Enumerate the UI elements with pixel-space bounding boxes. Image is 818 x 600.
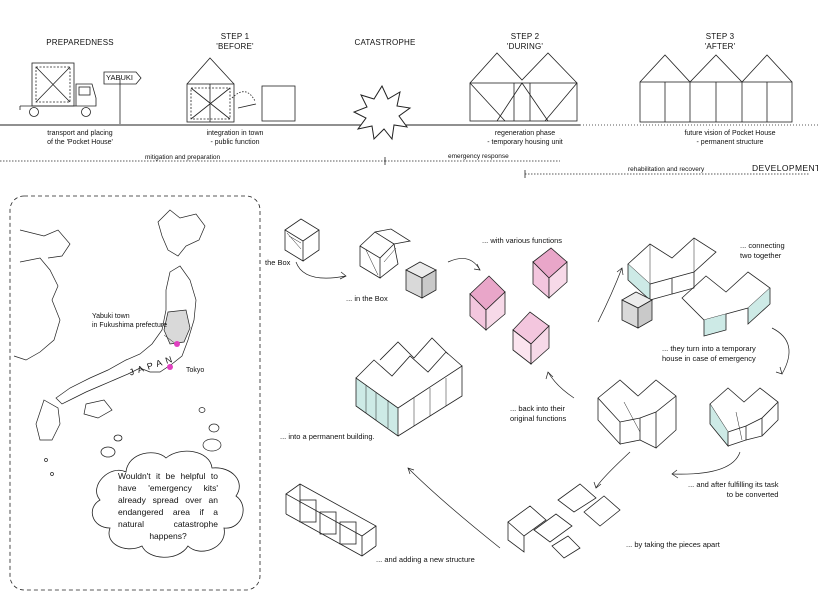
- gray-box-2: [621, 291, 653, 329]
- phase-mitigation-label: mitigation and preparation: [145, 154, 221, 161]
- caption-after: future vision of Pocket House - permanen…: [684, 130, 776, 146]
- yabuki-marker: [174, 341, 180, 347]
- pink-module-1: [469, 275, 506, 331]
- pink-module-2: [532, 247, 568, 299]
- thought-cloud: [91, 434, 244, 558]
- label-temporary: ... they turn into a temporary house in …: [662, 344, 756, 363]
- truck-illustration: [19, 62, 97, 117]
- label-pieces-apart: ... by taking the pieces apart: [626, 540, 720, 549]
- step3-house: [639, 54, 793, 123]
- yabuki-sign: [103, 71, 142, 124]
- phase-rehab-label: rehabilitation and recovery: [628, 166, 705, 173]
- label-adding: ... and adding a new structure: [376, 555, 475, 564]
- box-cube: [284, 218, 320, 262]
- yabuki-sign-label: YABUKI: [106, 73, 133, 82]
- step2-house: [469, 52, 578, 122]
- connected-modules: [627, 237, 771, 337]
- japan-map: [13, 209, 222, 476]
- yabuki-label: Yabuki town in Fukushima prefecture: [92, 313, 168, 329]
- pink-module-3: [512, 311, 550, 365]
- step-title-catastrophe: CATASTROPHE: [354, 38, 416, 47]
- map-frame: [9, 195, 261, 591]
- step-title-during: STEP 2 'DURING': [506, 32, 544, 51]
- phase-development-label: DEVELOPMENT: [752, 163, 818, 173]
- label-permanent: ... into a permanent building.: [280, 432, 375, 441]
- caption-during: regeneration phase - temporary housing u…: [487, 130, 563, 146]
- label-connecting: ... connecting two together: [740, 241, 785, 260]
- step1-house: [186, 57, 296, 123]
- gray-box-1: [405, 261, 437, 299]
- label-back: ... back into their original functions: [510, 404, 567, 423]
- label-various-functions: ... with various functions: [482, 236, 563, 245]
- step-title-preparedness: PREPAREDNESS: [46, 38, 114, 47]
- step-title-after: STEP 3 'AFTER': [704, 32, 736, 51]
- caption-preparedness: transport and placing of the 'Pocket Hou…: [47, 130, 113, 146]
- step-title-before: STEP 1 'BEFORE': [216, 32, 254, 51]
- label-in-the-box: ... in the Box: [346, 294, 388, 303]
- caption-before: integration in town - public function: [206, 130, 264, 146]
- label-fulfilling: ... and after fulfilling its task to be …: [688, 480, 779, 499]
- temporary-house: [709, 387, 779, 448]
- cloud-question: Wouldn't it be helpful to have 'emergenc…: [118, 471, 218, 541]
- in-box-house: [359, 228, 412, 279]
- yabuki-leader-line: [163, 334, 177, 345]
- tokyo-label: Tokyo: [186, 367, 205, 374]
- pieces-apart: [507, 483, 621, 559]
- catastrophe-burst: [352, 84, 412, 141]
- phase-emergency-label: emergency response: [448, 153, 509, 160]
- label-the-box: the Box: [265, 258, 291, 267]
- original-functions-house: [597, 379, 677, 449]
- tokyo-marker: [167, 364, 173, 370]
- new-structure-frame: [285, 483, 377, 557]
- process-arrows: [295, 258, 790, 549]
- permanent-building: [355, 337, 463, 437]
